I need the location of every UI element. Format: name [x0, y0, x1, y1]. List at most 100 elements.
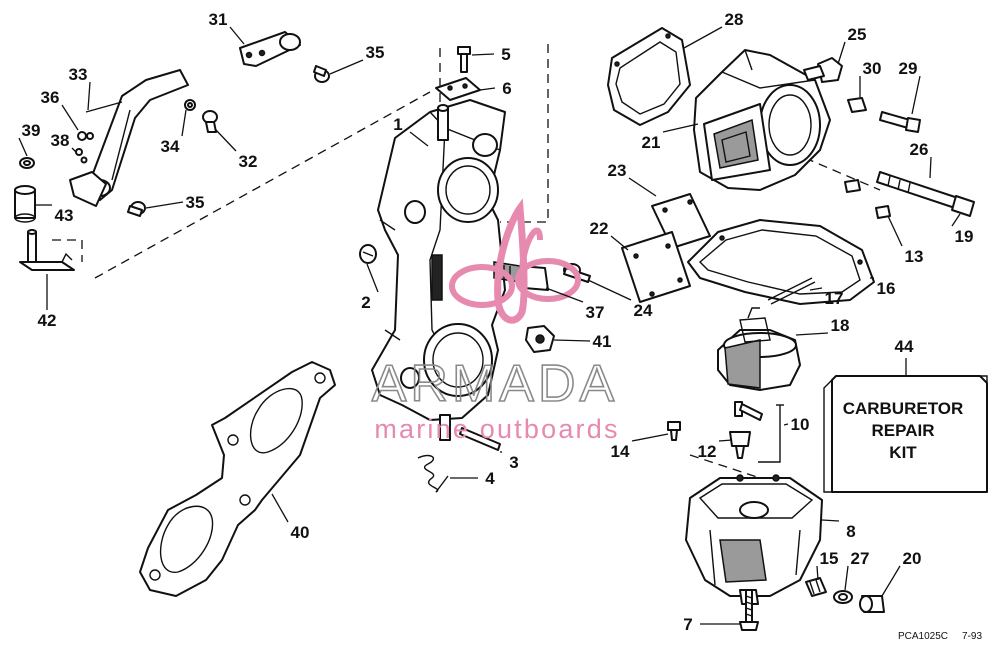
intake-housing-21 — [693, 49, 831, 191]
callout-14: 14 — [611, 442, 630, 461]
linkage-31 — [239, 31, 301, 67]
callout-22: 22 — [590, 219, 609, 238]
float-18 — [717, 307, 801, 391]
callout-38: 38 — [51, 131, 70, 150]
leader-20 — [881, 565, 901, 597]
clip-38 — [75, 148, 88, 164]
needle-12 — [729, 401, 763, 459]
callout-1: 1 — [393, 115, 402, 134]
leader-34 — [181, 109, 187, 137]
washer-39 — [19, 157, 35, 169]
drawing-date: 7-93 — [962, 631, 982, 642]
callout-24: 24 — [634, 301, 653, 320]
kit-label-line-2: REPAIR — [872, 421, 935, 440]
leader-13 — [887, 215, 903, 247]
nut-13 — [875, 205, 891, 219]
callout-32: 32 — [239, 152, 258, 171]
callout-18: 18 — [831, 316, 850, 335]
callout-37: 37 — [586, 303, 605, 322]
callout-5: 5 — [501, 45, 510, 64]
callout-35b: 35 — [186, 193, 205, 212]
callout-40: 40 — [291, 523, 310, 542]
leader-12 — [718, 439, 733, 442]
armada-logo-emblem — [449, 198, 581, 324]
leader-24 — [587, 279, 632, 301]
callout-2: 2 — [361, 293, 370, 312]
callout-29: 29 — [899, 59, 918, 78]
plate-6 — [435, 77, 481, 101]
callout-labels: 1234567810121314151617181920212223242526… — [22, 10, 974, 634]
callout-10: 10 — [791, 415, 810, 434]
throttle-arm-33 — [69, 69, 189, 207]
leader-14 — [631, 433, 669, 442]
leader-31 — [229, 26, 245, 45]
screw-35-bottom — [127, 201, 146, 217]
callout-12: 12 — [698, 442, 717, 461]
screw-29 — [879, 111, 921, 133]
callout-36: 36 — [41, 88, 60, 107]
leader-1 — [409, 131, 429, 147]
leader-27 — [844, 565, 849, 591]
leader-33 — [87, 81, 91, 111]
leader-23 — [628, 177, 657, 197]
gasket-40 — [139, 361, 336, 597]
leader-22 — [610, 235, 629, 251]
nut-19 — [844, 179, 861, 193]
lever-42 — [19, 229, 75, 271]
callout-30: 30 — [863, 59, 882, 78]
plug-2 — [359, 244, 377, 264]
float-bowl-8 — [685, 474, 823, 605]
watermark-tagline: marine outboards — [374, 414, 619, 444]
callout-19: 19 — [955, 227, 974, 246]
leader-15 — [816, 565, 819, 581]
callout-27: 27 — [851, 549, 870, 568]
callout-15: 15 — [820, 549, 839, 568]
callout-20: 20 — [903, 549, 922, 568]
plug-15 — [805, 577, 827, 597]
screw-7 — [739, 589, 759, 631]
callout-33: 33 — [69, 65, 88, 84]
callout-26: 26 — [910, 140, 929, 159]
pin-33 — [85, 101, 123, 113]
callout-13: 13 — [905, 247, 924, 266]
callout-6: 6 — [502, 79, 511, 98]
leader-21 — [662, 123, 699, 133]
leader-19 — [951, 213, 961, 227]
washer-34 — [184, 99, 196, 111]
callout-31: 31 — [209, 10, 228, 29]
gasket-28 — [607, 27, 691, 126]
repair-kit-box-44: CARBURETOR REPAIR KIT — [823, 358, 988, 493]
screw-5 — [457, 46, 471, 73]
leader-29 — [911, 75, 921, 115]
leader-37 — [545, 287, 584, 303]
cover-22 — [621, 231, 691, 303]
rod-17 — [767, 277, 816, 305]
callout-43: 43 — [55, 206, 74, 225]
plug-20 — [859, 595, 885, 613]
callout-3: 3 — [509, 453, 518, 472]
callout-34: 34 — [161, 137, 180, 156]
callout-25: 25 — [848, 25, 867, 44]
leader-lines — [18, 26, 961, 625]
leader-38 — [71, 147, 77, 153]
callout-42: 42 — [38, 311, 57, 330]
screw-14 — [667, 421, 681, 441]
kit-label-line-1: CARBURETOR — [843, 399, 964, 418]
pin-3 — [459, 427, 501, 451]
leader-17 — [809, 287, 823, 291]
leader-2 — [366, 263, 379, 293]
leader-5 — [471, 53, 495, 56]
callout-35a: 35 — [366, 43, 385, 62]
screw-32 — [202, 110, 218, 133]
callout-44: 44 — [895, 337, 914, 356]
screw-35-top — [313, 65, 330, 83]
callout-41: 41 — [593, 332, 612, 351]
nut-41 — [525, 325, 555, 353]
nut-30 — [847, 97, 867, 113]
leader-41 — [553, 339, 591, 342]
kit-label-line-3: KIT — [889, 443, 917, 462]
callout-21: 21 — [642, 133, 661, 152]
drawing-code: PCA1025C — [898, 631, 948, 642]
callout-16: 16 — [877, 279, 896, 298]
